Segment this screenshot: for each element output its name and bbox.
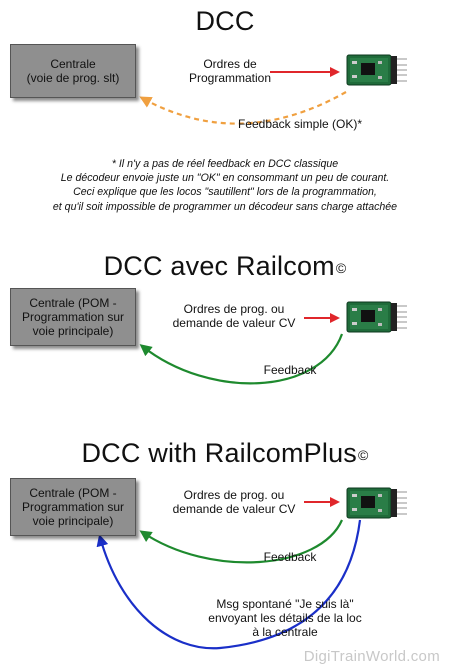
programming-orders-label: Ordres de prog. ou demande de valeur CV — [172, 488, 296, 516]
copyright-mark: © — [358, 447, 369, 463]
feedback-arrow-2 — [139, 333, 344, 385]
spontaneous-message-arrow — [96, 519, 362, 650]
section-title-railcom: DCC avec Railcom© — [0, 251, 450, 282]
central-station-box-3: Centrale (POM - Programmation sur voie p… — [10, 478, 136, 536]
feedback-arrow-3 — [139, 519, 344, 564]
section-title-text: DCC avec Railcom — [103, 251, 335, 281]
central-station-box-2: Centrale (POM - Programmation sur voie p… — [10, 288, 136, 346]
watermark-footer: DigiTrainWorld.com — [303, 648, 440, 665]
feedback-arrow-1 — [139, 91, 347, 125]
section-title-railcomplus: DCC with RailcomPlus© — [0, 438, 450, 469]
decoder-icon-1 — [346, 54, 408, 86]
section-title-text: DCC with RailcomPlus — [81, 438, 358, 468]
section-title-text: DCC — [195, 6, 255, 36]
spontaneous-message-label: Msg spontané "Je suis là" envoyant les d… — [208, 597, 362, 639]
footnote: * Il n'y a pas de réel feedback en DCC c… — [52, 158, 398, 213]
decoder-icon-3 — [346, 487, 408, 519]
simple-feedback-label: Feedback simple (OK)* — [237, 117, 363, 131]
programming-orders-label: Ordres de prog. ou demande de valeur CV — [172, 302, 296, 330]
feedback-label: Feedback — [263, 550, 317, 564]
section-title-dcc: DCC — [0, 6, 450, 37]
programming-orders-label: Ordres de Programmation — [188, 57, 272, 85]
decoder-icon-2 — [346, 301, 408, 333]
central-station-label: Centrale (POM - Programmation sur voie p… — [21, 486, 125, 528]
central-station-box-1: Centrale (voie de prog. slt) — [10, 44, 136, 98]
feedback-label: Feedback — [263, 363, 317, 377]
central-station-label: Centrale (voie de prog. slt) — [26, 57, 120, 85]
copyright-mark: © — [335, 260, 347, 276]
central-station-label: Centrale (POM - Programmation sur voie p… — [21, 296, 125, 338]
